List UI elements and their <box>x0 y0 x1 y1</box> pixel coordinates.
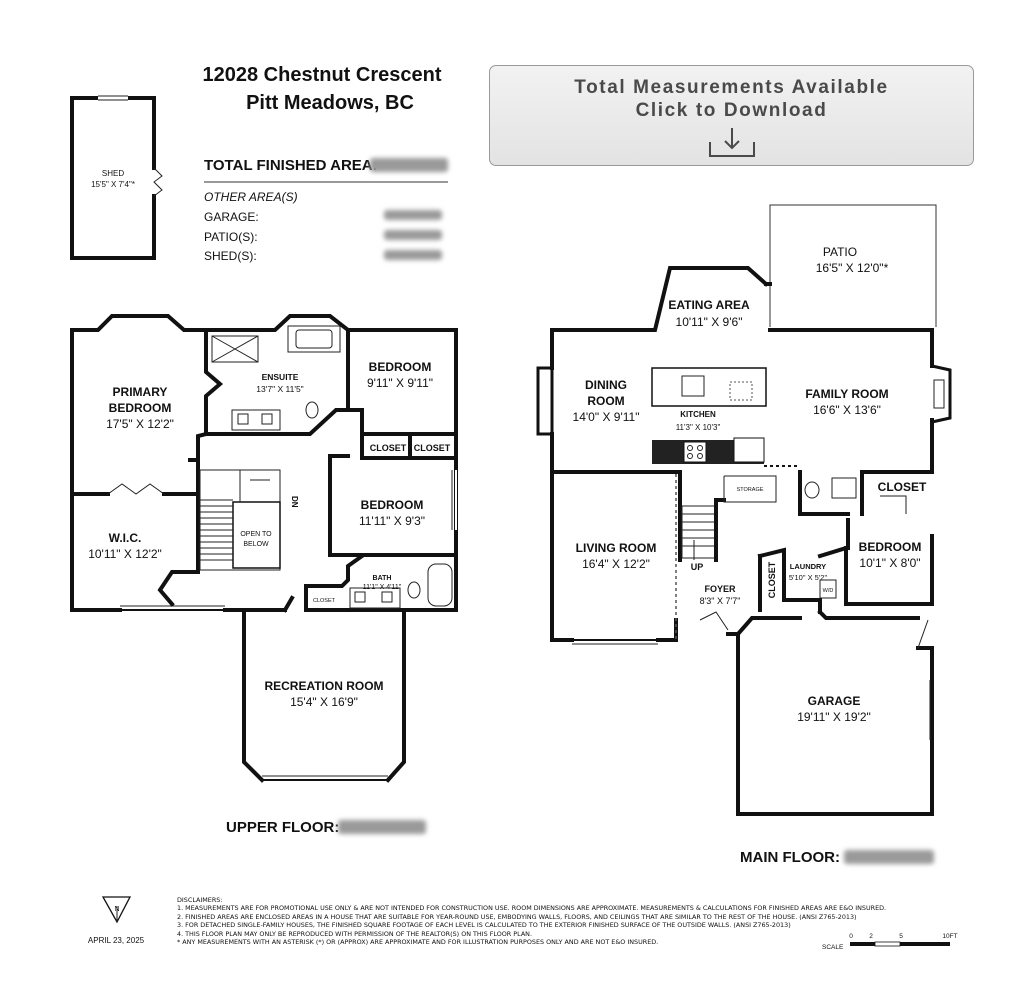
garage-name: GARAGE <box>808 694 861 708</box>
kitchen-dims: 11'3" X 10'3" <box>676 423 721 432</box>
primary-bedroom-name-2: BEDROOM <box>109 401 172 415</box>
upper-floor-walls <box>70 314 458 783</box>
address-line-2: Pitt Meadows, BC <box>246 92 414 114</box>
wic-dims: 10'11" X 12'2" <box>88 547 162 561</box>
ensuite-dims: 13'7" X 11'5" <box>256 384 303 394</box>
address-line-1: 12028 Chestnut Crescent <box>203 64 442 86</box>
dining-room-name-2: ROOM <box>587 394 624 408</box>
family-room-dims: 16'6" X 13'6" <box>813 403 881 417</box>
kitchen-name: KITCHEN <box>680 410 716 419</box>
compass-north-label: N <box>114 906 119 913</box>
foyer-name: FOYER <box>704 584 736 594</box>
storage-label: STORAGE <box>737 487 764 493</box>
foyer-dims: 8'3" X 7'7" <box>700 596 741 606</box>
garage-area-redacted <box>384 210 442 220</box>
upper-floor-area-redacted <box>338 820 426 834</box>
eating-area-name: EATING AREA <box>668 298 750 312</box>
main-bedroom-name: BEDROOM <box>859 540 922 554</box>
scale-tick-5: 5 <box>899 933 903 940</box>
dining-room-dims: 14'0" X 9'11" <box>573 410 640 424</box>
wic-name: W.I.C. <box>109 531 142 545</box>
upper-closet-1: CLOSET <box>370 443 407 453</box>
primary-bedroom-name-1: PRIMARY <box>113 385 168 399</box>
other-areas-label: OTHER AREA(S) <box>204 190 298 204</box>
garage-area-label: GARAGE: <box>204 210 259 224</box>
plan-date: APRIL 23, 2025 <box>88 936 145 945</box>
main-floor-label: MAIN FLOOR: <box>740 849 840 866</box>
recreation-room-dims: 15'4" X 16'9" <box>290 695 358 709</box>
scale-tick-2: 2 <box>869 933 873 940</box>
main-floor-walls <box>536 204 952 816</box>
compass-icon <box>101 896 132 924</box>
main-closet-b: CLOSET <box>767 561 777 598</box>
disclaimer-line-2: 2. FINISHED AREAS ARE ENCLOSED AREAS IN … <box>177 912 857 921</box>
patio-dims: 16'5" X 12'0"* <box>816 261 889 275</box>
download-measurements-button[interactable]: Total Measurements Available Click to Do… <box>489 65 974 166</box>
disclaimer-line-1: 1. MEASUREMENTS ARE FOR PROMOTIONAL USE … <box>177 904 887 913</box>
living-room-dims: 16'4" X 12'2" <box>582 557 650 571</box>
laundry-name: LAUNDRY <box>790 562 826 571</box>
bedroom-b-dims: 11'11" X 9'3" <box>359 514 425 528</box>
patio-area-label: PATIO(S): <box>204 230 258 244</box>
stair-dn-label: DN <box>290 496 299 508</box>
bath-name: BATH <box>373 575 392 582</box>
family-room-name: FAMILY ROOM <box>805 387 888 401</box>
disclaimer-line-3: 3. FOR DETACHED SINGLE-FAMILY HOUSES, TH… <box>177 921 791 930</box>
disclaimers-title: DISCLAIMERS: <box>177 896 223 904</box>
stair-up-label: UP <box>691 562 704 572</box>
total-finished-area-label: TOTAL FINISHED AREA: <box>204 157 378 174</box>
bedroom-a-dims: 9'11" X 9'11" <box>367 376 433 390</box>
scale-label: SCALE <box>822 944 844 951</box>
washer-dryer-label: W/D <box>823 588 834 594</box>
main-bedroom-dims: 10'1" X 8'0" <box>859 556 920 570</box>
eating-area-dims: 10'11" X 9'6" <box>676 315 743 329</box>
dining-room-name-1: DINING <box>585 378 627 392</box>
open-to-below-1: OPEN TO <box>240 531 272 538</box>
ensuite-name: ENSUITE <box>262 372 299 382</box>
download-line-2: Click to Download <box>635 100 828 121</box>
bath-dims: 11'1" X 4'11" <box>363 584 402 591</box>
download-icon <box>708 128 755 157</box>
disclaimer-line-5: * ANY MEASUREMENTS WITH AN ASTERISK (*) … <box>177 938 659 947</box>
bedroom-b-name: BEDROOM <box>361 498 424 512</box>
shed-dims: 15'5" X 7'4"* <box>91 180 135 189</box>
main-closet-a: CLOSET <box>878 480 927 494</box>
shed-outline <box>70 95 163 260</box>
download-line-1: Total Measurements Available <box>574 77 889 98</box>
total-area-redacted <box>370 158 448 172</box>
laundry-dims: 5'10" X 5'2" <box>789 573 828 582</box>
scale-tick-0: 0 <box>849 933 853 940</box>
disclaimer-line-4: 4. THIS FLOOR PLAN MAY ONLY BE REPRODUCE… <box>177 929 532 938</box>
patio-name: PATIO <box>823 245 857 259</box>
garage-dims: 19'11" X 19'2" <box>797 710 871 724</box>
main-floor-area-redacted <box>844 850 934 864</box>
open-to-below-2: BELOW <box>243 541 269 548</box>
shed-area-label: SHED(S): <box>204 249 257 263</box>
scale-bar <box>850 941 950 947</box>
upper-floor-label: UPPER FLOOR: <box>226 819 339 836</box>
disclaimers: DISCLAIMERS: 1. MEASUREMENTS ARE FOR PRO… <box>177 896 937 946</box>
scale-tick-10ft: 10FT <box>942 933 957 940</box>
upper-closet-2: CLOSET <box>414 443 451 453</box>
primary-bedroom-dims: 17'5" X 12'2" <box>106 417 174 431</box>
bedroom-a-name: BEDROOM <box>369 360 432 374</box>
shed-name: SHED <box>102 169 124 178</box>
patio-area-redacted <box>384 230 442 240</box>
upper-closet-small: CLOSET <box>313 598 336 604</box>
shed-area-redacted <box>384 250 442 260</box>
recreation-room-name: RECREATION ROOM <box>264 679 383 693</box>
living-room-name: LIVING ROOM <box>576 541 657 555</box>
